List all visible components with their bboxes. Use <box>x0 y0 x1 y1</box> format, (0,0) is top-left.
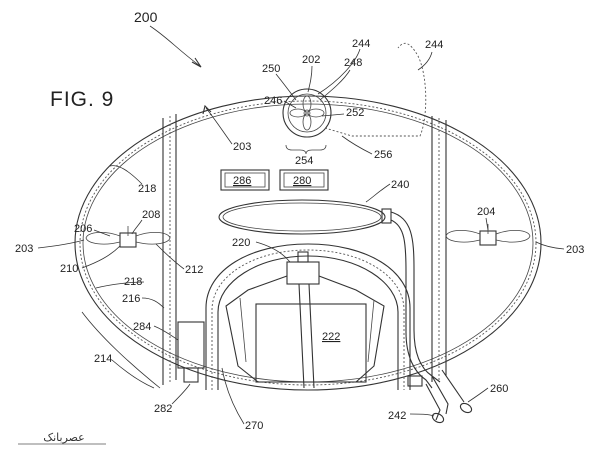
top-fan-ring <box>287 93 327 133</box>
label-203-left: 203 <box>15 243 33 255</box>
box-284-base <box>183 367 199 383</box>
label-244-a: 244 <box>352 38 370 50</box>
tube-242-end <box>425 383 441 421</box>
right-propeller-204 <box>445 224 531 246</box>
box-284 <box>177 321 205 369</box>
box-286 <box>220 169 270 191</box>
label-244-b: 244 <box>425 39 443 51</box>
label-218-a: 218 <box>138 183 156 195</box>
label-210: 210 <box>60 263 78 275</box>
tube-260-a <box>431 375 449 415</box>
figure-title: FIG. 9 <box>50 88 114 111</box>
envelope-outer <box>74 95 542 391</box>
engine-housing-inner <box>217 255 399 390</box>
tube-end-cap-a <box>459 402 473 414</box>
envelope-inner <box>82 103 534 383</box>
label-242: 242 <box>388 410 406 422</box>
tube-242-inner <box>390 219 433 389</box>
engine-222 <box>255 303 367 383</box>
engine-222-label: 222 <box>322 331 340 343</box>
label-212: 212 <box>185 264 203 276</box>
label-208: 208 <box>142 209 160 221</box>
main-reference-number: 200 <box>134 9 158 25</box>
arrowhead-200 <box>191 57 202 68</box>
engine-frame <box>225 275 385 389</box>
label-282: 282 <box>154 403 172 415</box>
duct-256 <box>324 42 427 137</box>
tube-242-outer <box>390 211 441 383</box>
top-fan-blades <box>289 95 325 131</box>
label-256: 256 <box>374 149 392 161</box>
label-216: 216 <box>122 293 140 305</box>
leader-lines <box>37 48 565 425</box>
label-252: 252 <box>346 107 364 119</box>
bracket-254 <box>285 144 327 155</box>
box-280 <box>279 169 329 191</box>
box-280-label: 280 <box>293 175 311 187</box>
label-284: 284 <box>133 321 151 333</box>
left-propeller-206 <box>85 226 171 248</box>
balloon-valve <box>381 208 392 224</box>
label-260: 260 <box>490 383 508 395</box>
label-204: 204 <box>477 206 495 218</box>
watermark: عصربانک <box>43 431 85 444</box>
engine-housing-outer <box>205 243 411 390</box>
envelope-inner-dashed <box>79 100 537 386</box>
label-254: 254 <box>295 155 313 167</box>
label-250: 250 <box>262 63 280 75</box>
label-203-right: 203 <box>566 244 584 256</box>
label-202: 202 <box>302 54 320 66</box>
leader-200 <box>149 25 201 67</box>
label-248: 248 <box>344 57 362 69</box>
balloon-240 <box>218 199 386 235</box>
engine-housing-dashed <box>211 249 405 390</box>
box-286-label: 286 <box>233 175 251 187</box>
label-220: 220 <box>232 237 250 249</box>
label-214: 214 <box>94 353 112 365</box>
label-270: 270 <box>245 420 263 432</box>
tube-end-cap-b <box>431 412 445 424</box>
tube-clamp <box>407 375 423 387</box>
label-206: 206 <box>74 223 92 235</box>
tube-260-b <box>441 369 465 403</box>
label-203-top: 203 <box>233 141 251 153</box>
mount-220 <box>286 261 320 285</box>
label-246: 246 <box>264 95 282 107</box>
top-fan-housing <box>282 88 332 138</box>
label-240: 240 <box>391 179 409 191</box>
